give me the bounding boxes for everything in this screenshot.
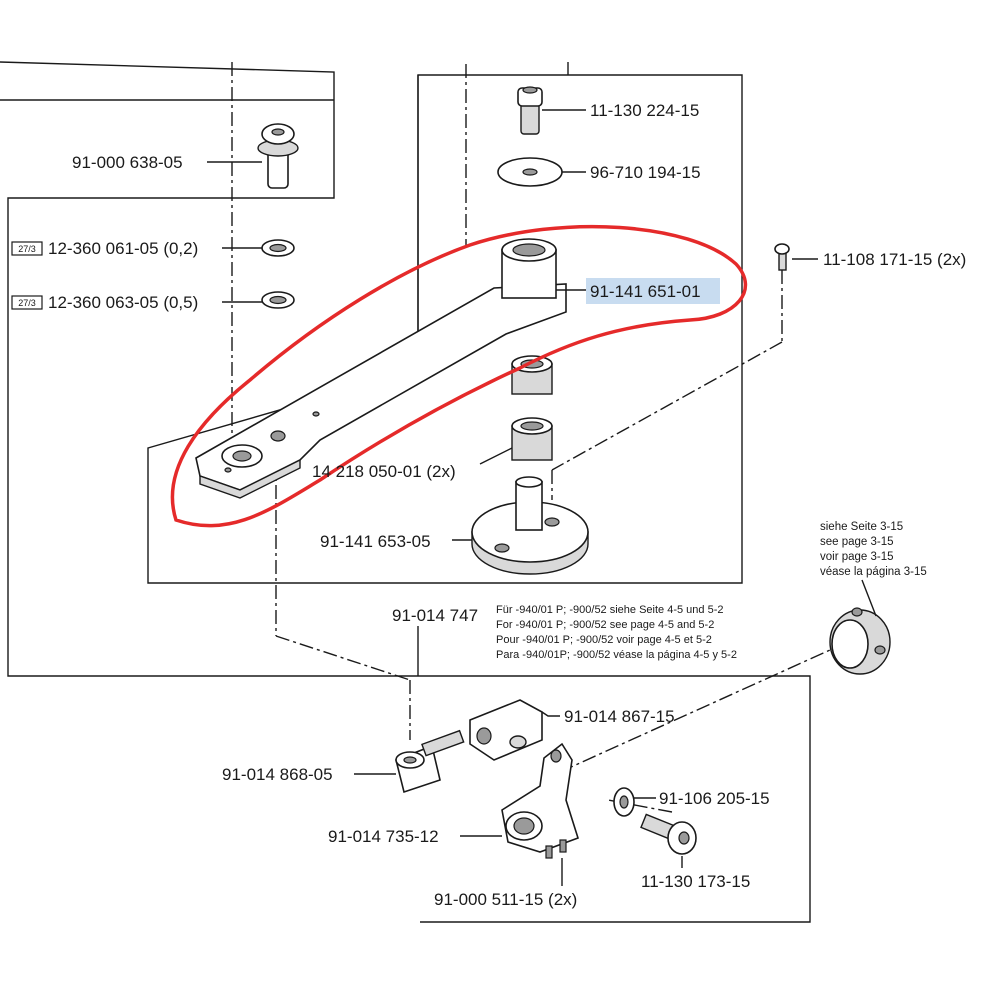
axis-lines (231, 62, 831, 813)
crank-screw-b (559, 839, 567, 853)
plate-post (515, 481, 543, 531)
part-labels: 11-130 224-15 96-710 194-15 91-000 638-0… (48, 101, 966, 909)
plate-post-top (515, 476, 543, 488)
note-seite-es: véase la página 3-15 (820, 566, 927, 578)
crank-top-hole (550, 749, 562, 763)
label-14-218-050: 14 218 050-01 (2x) (312, 462, 456, 481)
label-11-108-171: 11-108 171-15 (2x) (823, 250, 966, 269)
label-12-360-063: 12-360 063-05 (0,5) (48, 293, 198, 312)
collar-part (829, 607, 891, 675)
note-seite-de: siehe Seite 3-15 (820, 521, 903, 533)
screw-11-108-171 (774, 243, 790, 271)
bushings-14-218-050 (511, 355, 553, 461)
label-91-141-653: 91-141 653-05 (320, 532, 431, 551)
badge-box-061 (11, 241, 43, 256)
clamp-hole (403, 756, 417, 764)
arm-pin-hole (312, 411, 320, 417)
label-12-360-061: 12-360 061-05 (0,2) (48, 239, 198, 258)
note-fuer: Für -940/01 P; -900/52 siehe Seite 4-5 u… (496, 604, 737, 661)
label-91-000-511: 91-000 511-15 (2x) (434, 890, 577, 909)
crank-91-014-735 (501, 742, 579, 859)
label-91-141-651: 91-141 651-01 (590, 282, 701, 301)
leader-collar (861, 579, 877, 617)
label-91-106-205: 91-106 205-15 (659, 789, 770, 808)
label-11-130-173: 11-130 173-15 (641, 872, 750, 891)
axis-diagonal-right (551, 341, 783, 471)
badge-box-063 (11, 295, 43, 310)
red-annotation-circle (170, 224, 748, 528)
stud-91-000-638 (257, 123, 299, 189)
note-seite-fr: voir page 3-15 (820, 551, 894, 563)
badge-063: 27/3 (11, 295, 43, 310)
arm-end-hole (232, 450, 252, 462)
label-91-014-747: 91-014 747 (392, 606, 478, 625)
badge-text-063: 27/3 (18, 298, 36, 308)
note-fuer-de: Für -940/01 P; -900/52 siehe Seite 4-5 u… (496, 604, 723, 616)
clamp-pin (421, 729, 465, 757)
screw-11-130-224 (517, 86, 543, 135)
arm-boss-bore (512, 243, 546, 257)
arm-91-141-651 (195, 238, 567, 499)
note-seite-en: see page 3-15 (820, 536, 894, 548)
screw-thread (520, 103, 540, 135)
block-screw (509, 735, 527, 749)
outer-frame (0, 61, 811, 923)
collar-screw-top (851, 607, 863, 617)
washer-91-106-205 (613, 787, 635, 817)
label-91-014-735: 91-014 735-12 (328, 827, 439, 846)
arm-end-screw (224, 467, 232, 473)
leader-867 (541, 711, 560, 717)
label-91-000-638: 91-000 638-05 (72, 153, 183, 172)
note-siehe-seite: siehe Seite 3-15 see page 3-15 voir page… (820, 521, 927, 578)
label-11-130-224: 11-130 224-15 (590, 101, 699, 120)
leader-050 (479, 447, 513, 465)
washer-96-710-194 (497, 157, 563, 187)
highlight-91-141-651 (586, 278, 720, 304)
clamp-91-014-868 (395, 729, 465, 794)
shim-061-hole (269, 243, 287, 253)
arm-hole (270, 430, 286, 442)
label-96-710-194: 96-710 194-15 (590, 163, 701, 182)
axis-diagonal-left (275, 635, 411, 681)
shims-12-360 (261, 239, 295, 309)
leader-lines (207, 109, 877, 886)
note-fuer-es: Para -940/01P; -900/52 véase la página 4… (496, 649, 737, 661)
note-fuer-fr: Pour -940/01 P; -900/52 voir page 4-5 et… (496, 634, 712, 646)
collar-screw-side (874, 645, 886, 655)
badge-061: 27/3 (11, 241, 43, 256)
collar-face (831, 619, 869, 669)
baseplate-91-141-653 (471, 476, 589, 575)
plate-hole-b (544, 517, 560, 527)
badge-text-061: 27/3 (18, 244, 36, 254)
screw-11-130-173 (640, 813, 697, 855)
cap-screw-socket (678, 831, 690, 845)
small-screw-head (774, 243, 790, 255)
block-91-014-867 (469, 699, 543, 761)
shim-063-hole (269, 295, 287, 305)
crank-screw-a (545, 845, 553, 859)
stud-socket (271, 128, 285, 136)
small-washer-hole (619, 795, 629, 809)
block-bore (476, 727, 492, 745)
plate-hole-a (494, 543, 510, 553)
label-91-014-867: 91-014 867-15 (564, 707, 675, 726)
arm-edge (199, 458, 301, 499)
washer-hole (522, 168, 538, 176)
frames (0, 61, 811, 923)
crank-bore (513, 817, 535, 835)
label-91-014-868: 91-014 868-05 (222, 765, 333, 784)
note-fuer-en: For -940/01 P; -900/52 see page 4-5 and … (496, 619, 714, 631)
bushing-lower-bore (520, 421, 544, 431)
screw-socket (522, 86, 538, 94)
